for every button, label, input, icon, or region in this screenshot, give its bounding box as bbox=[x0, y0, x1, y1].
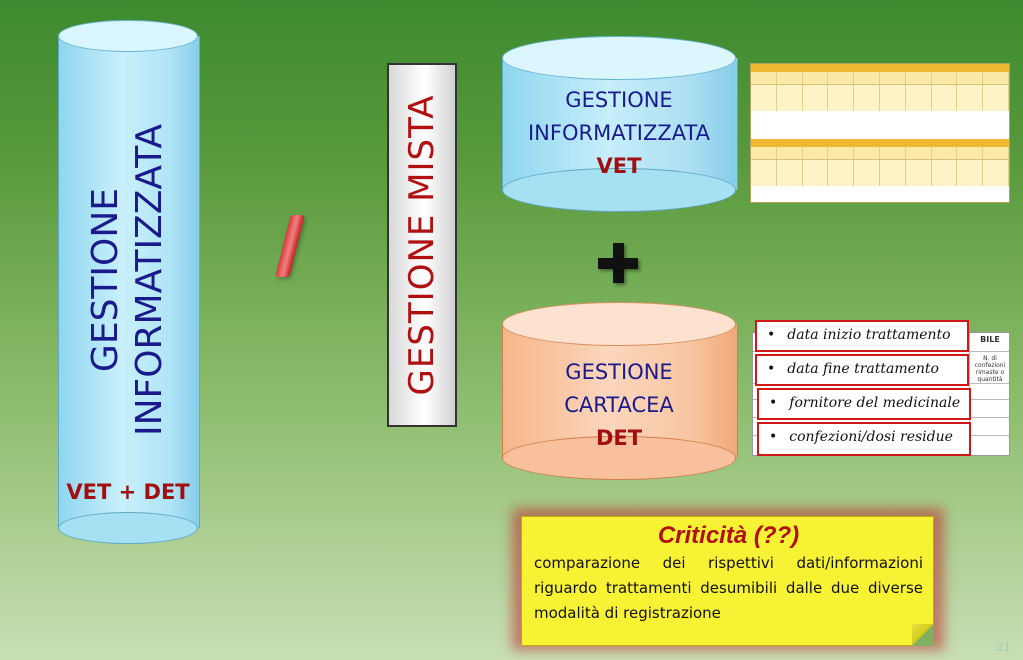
note-folded-corner bbox=[912, 624, 934, 646]
informatizzata-cylinder bbox=[58, 36, 200, 528]
vet-line3: VET bbox=[596, 154, 642, 178]
det-cylinder-top bbox=[502, 302, 736, 346]
screenshot-pager bbox=[751, 111, 1009, 121]
gestione-mista-box bbox=[387, 63, 457, 427]
plus-icon-bar bbox=[598, 258, 638, 269]
det-line3: DET bbox=[595, 426, 643, 450]
screenshot-data-row bbox=[751, 85, 1009, 111]
criticita-note: Criticità (??) comparazione dei rispetti… bbox=[521, 516, 934, 646]
page-number: 21 bbox=[996, 640, 1012, 654]
informatizzata-cylinder-base bbox=[58, 512, 198, 544]
bullet-confezioni: confezioni/dosi residue bbox=[757, 422, 971, 456]
screenshot-data-row-2 bbox=[751, 160, 1009, 186]
bullet-data-inizio: data inizio trattamento bbox=[755, 320, 969, 352]
note-title: Criticità (??) bbox=[657, 522, 800, 549]
det-line1: GESTIONE bbox=[565, 360, 673, 384]
screenshot-titlebar bbox=[751, 64, 1009, 72]
det-cylinder-text: GESTIONE CARTACEA DET bbox=[502, 356, 736, 455]
informatizzata-label-line2: INFORMATIZZATA bbox=[129, 123, 170, 437]
vet-cylinder-text: GESTIONE INFORMATIZZATA VET bbox=[502, 84, 736, 183]
screenshot-header-row-2 bbox=[751, 147, 1009, 160]
slash-separator bbox=[275, 215, 305, 277]
gestione-mista-label: GESTIONE MISTA bbox=[402, 94, 442, 396]
informatizzata-label-line1: GESTIONE bbox=[85, 187, 126, 373]
note-body: comparazione dei rispettivi dati/informa… bbox=[534, 554, 923, 622]
det-line2: CARTACEA bbox=[564, 393, 674, 417]
software-screenshot bbox=[750, 63, 1010, 203]
vet-det-label: VET + DET bbox=[66, 480, 190, 504]
screenshot-header-row bbox=[751, 72, 1009, 85]
bullet-data-fine: data fine trattamento bbox=[755, 354, 969, 386]
vet-cylinder-top bbox=[502, 36, 736, 80]
vet-cylinder-base bbox=[502, 168, 736, 212]
vet-line2: INFORMATIZZATA bbox=[527, 121, 711, 145]
screenshot-titlebar-2 bbox=[751, 139, 1009, 147]
vet-line1: GESTIONE bbox=[565, 88, 673, 112]
bullet-fornitore: fornitore del medicinale bbox=[757, 388, 971, 420]
informatizzata-cylinder-top bbox=[58, 20, 198, 52]
form-subheader: N. di confezioni rimaste o quantità bbox=[974, 355, 1006, 383]
informatizzata-label: GESTIONE INFORMATIZZATA bbox=[84, 124, 172, 436]
form-header: BILE bbox=[980, 335, 1000, 344]
det-cylinder-base bbox=[502, 436, 736, 480]
